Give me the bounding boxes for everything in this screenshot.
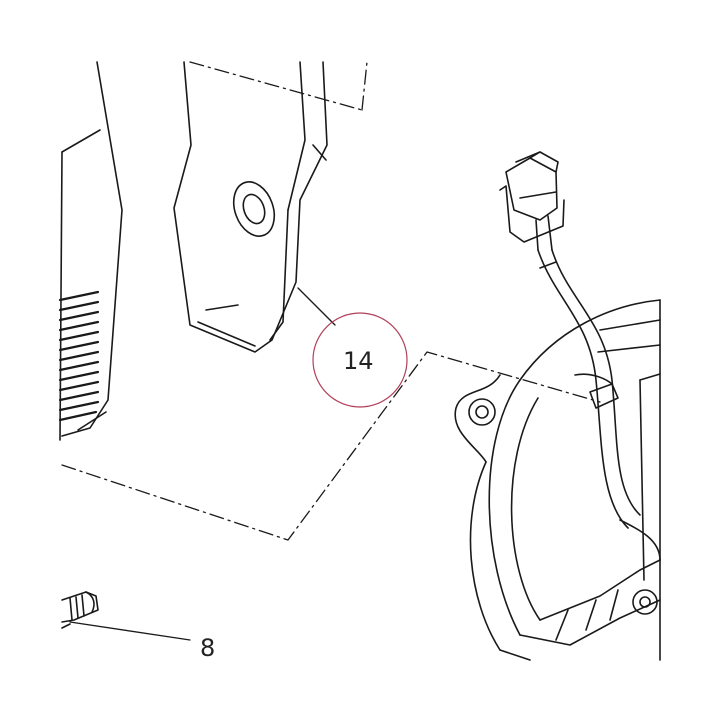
leader-line-8 xyxy=(69,621,191,641)
screw-part-8 xyxy=(61,591,99,629)
callout-circle-14 xyxy=(312,312,408,408)
wire-connector xyxy=(499,151,641,529)
assembly-guide-lines xyxy=(61,61,601,541)
bracket-part-14 xyxy=(173,61,328,353)
callout-label-8: 8 xyxy=(200,634,216,662)
motor-assembly xyxy=(454,299,661,661)
leader-line-14 xyxy=(297,287,336,326)
callout-label-14: 14 xyxy=(343,347,374,375)
left-panel-component xyxy=(58,61,123,441)
